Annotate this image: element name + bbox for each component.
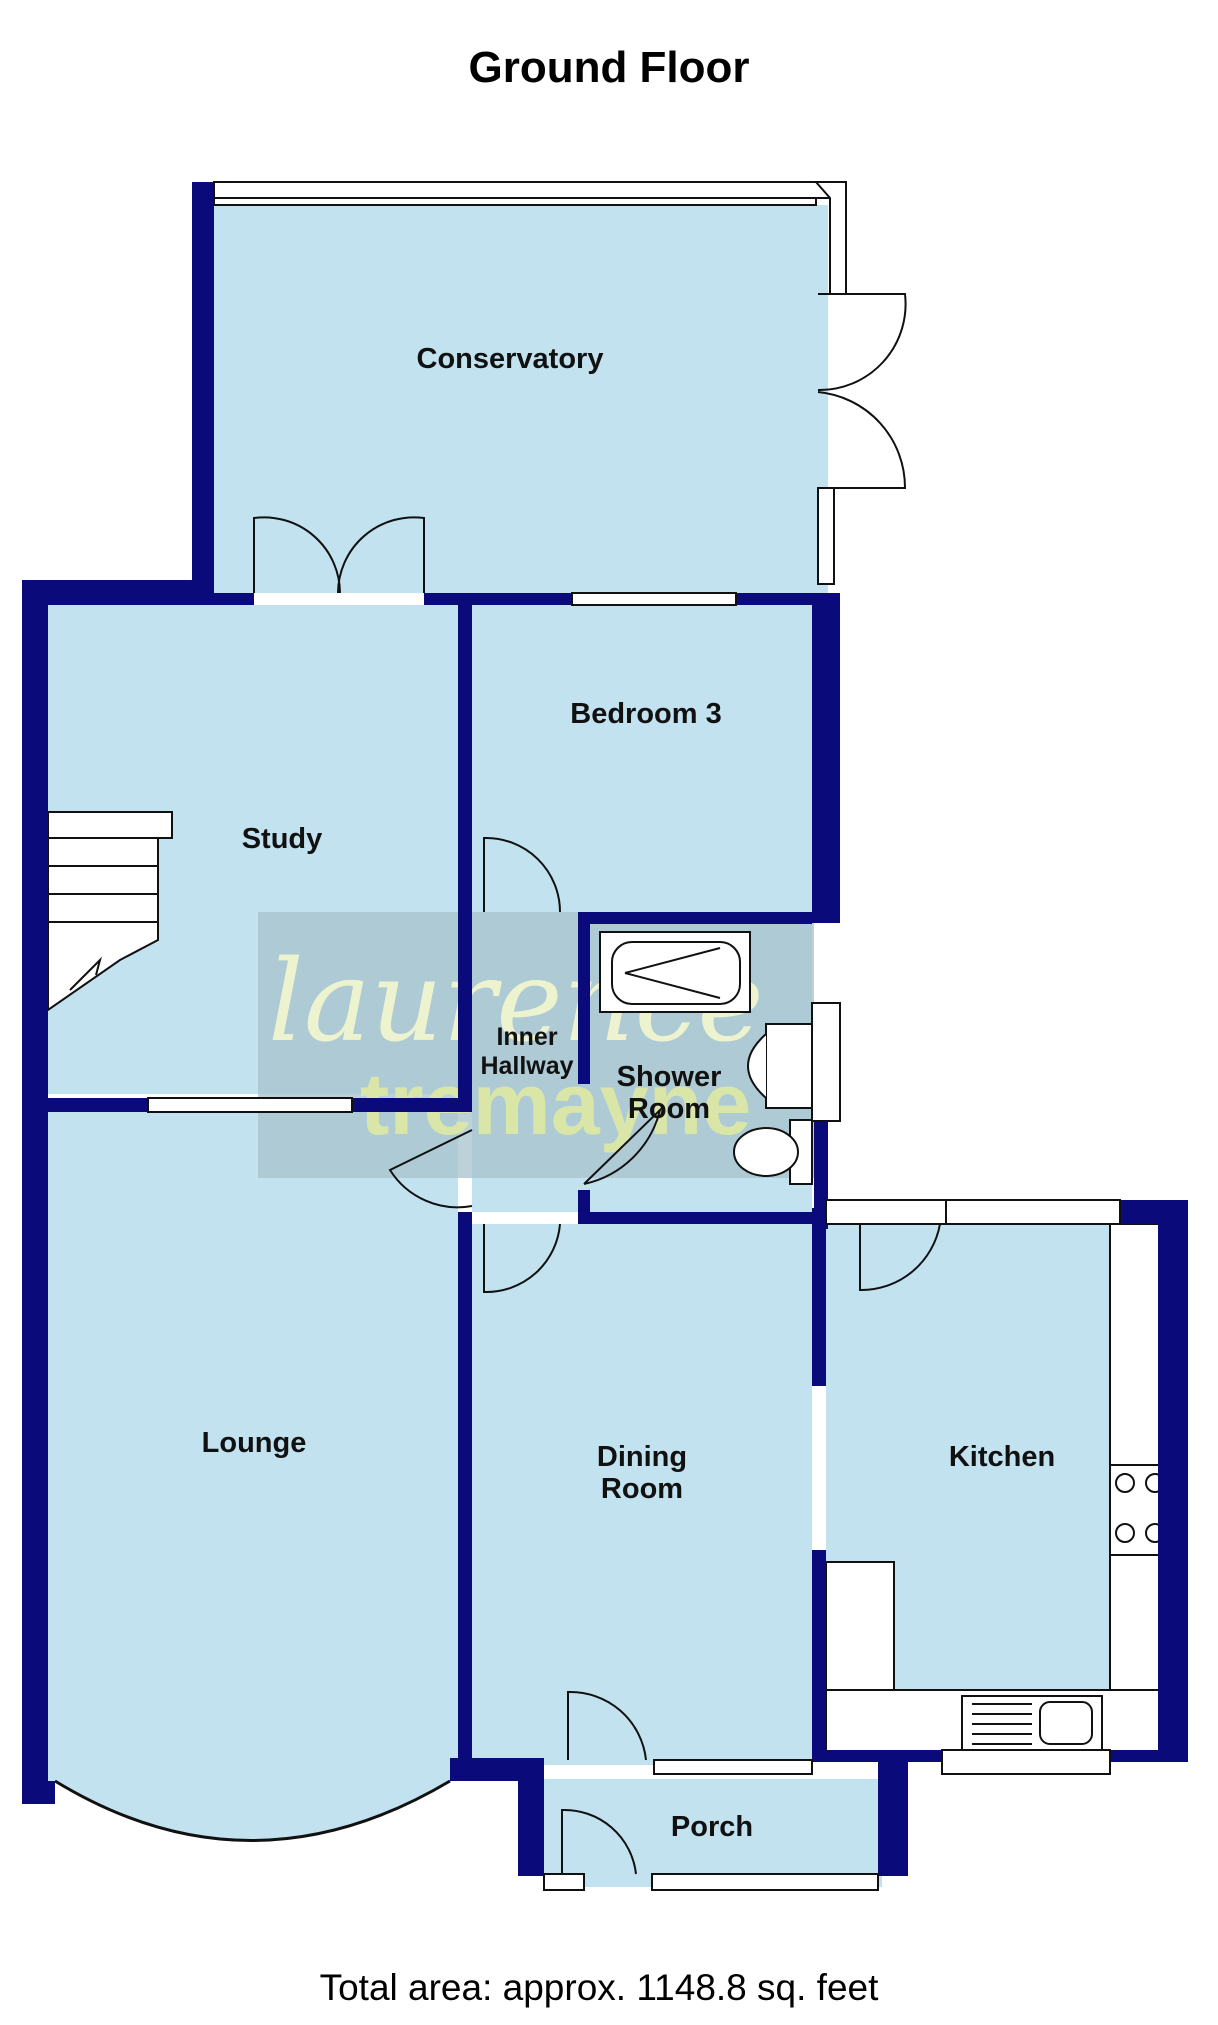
bath <box>599 931 751 1013</box>
kitchen-top-window <box>945 1199 1121 1225</box>
dining-porch-door <box>567 1690 647 1761</box>
label-shower-room-1: Shower <box>617 1061 722 1093</box>
lounge-floor <box>48 1108 458 1781</box>
porch-door-frame <box>543 1873 585 1891</box>
label-bedroom3: Bedroom 3 <box>570 698 721 730</box>
wash-basin <box>747 1023 813 1109</box>
label-dining-room-1: Dining <box>597 1441 687 1473</box>
dining-porch-window <box>653 1759 813 1775</box>
label-study: Study <box>242 823 323 855</box>
room-labels: Conservatory Bedroom 3 Study Inner Hallw… <box>202 343 1056 1843</box>
shower-window <box>811 1002 841 1122</box>
conservatory-side-window <box>817 487 835 585</box>
hallway-dining-door <box>483 1223 561 1294</box>
conservatory-french-door <box>817 293 907 489</box>
plan-title: Ground Floor <box>468 43 749 92</box>
conservatory-floor <box>214 205 828 593</box>
bedroom3-floor <box>472 605 812 912</box>
toilet <box>733 1119 813 1185</box>
porch-front-door <box>561 1808 637 1875</box>
kitchen-sink <box>961 1695 1103 1759</box>
conservatory-top-window <box>213 181 833 199</box>
hallway-lounge-door <box>388 1129 473 1209</box>
label-porch: Porch <box>671 1811 753 1843</box>
bedroom-window <box>571 592 737 606</box>
label-inner-hallway-1: Inner <box>496 1023 557 1051</box>
bedroom-door <box>483 836 561 913</box>
conservatory-study-door <box>253 516 425 594</box>
lounge-bay-window <box>54 1779 451 1842</box>
label-lounge: Lounge <box>202 1427 307 1459</box>
label-dining-room-2: Room <box>601 1473 683 1505</box>
label-shower-room-2: Room <box>628 1093 710 1125</box>
kitchen-door-frame <box>825 1199 947 1225</box>
porch-floor <box>544 1779 882 1887</box>
kitchen-back-door <box>859 1223 941 1292</box>
windows <box>147 181 1121 1891</box>
kitchen-bottom-window <box>941 1749 1111 1775</box>
study-lounge-slider <box>147 1097 353 1113</box>
porch-front-window <box>651 1873 879 1891</box>
hallway-shower-door <box>583 1106 662 1185</box>
doors <box>54 293 941 1875</box>
dining-room-floor <box>472 1224 812 1765</box>
label-kitchen: Kitchen <box>949 1441 1055 1473</box>
label-inner-hallway-2: Hallway <box>480 1052 573 1080</box>
label-conservatory: Conservatory <box>417 343 604 375</box>
total-area: Total area: approx. 1148.8 sq. feet <box>320 1967 880 2008</box>
